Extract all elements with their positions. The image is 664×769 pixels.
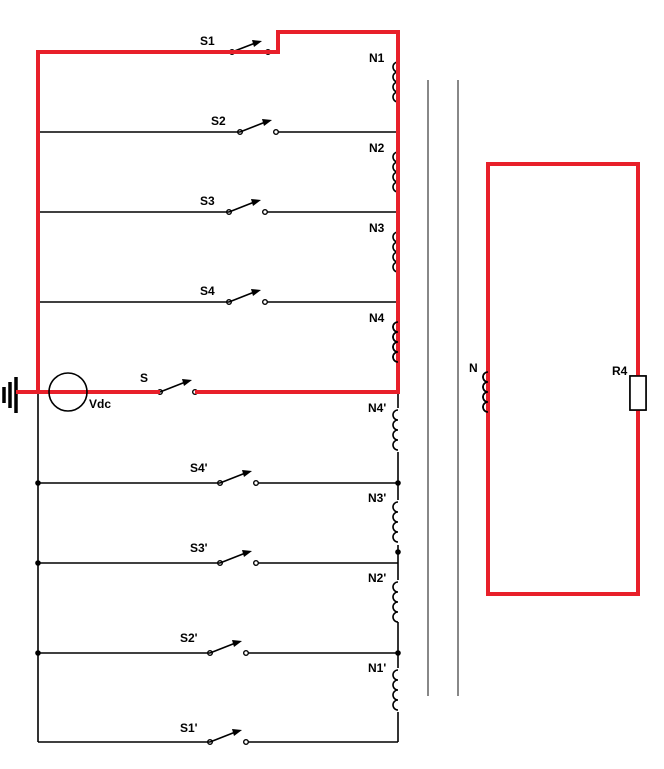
- highlight-primary-loop: [36, 30, 400, 394]
- dc-source-icon: [48, 372, 88, 412]
- label-n2-prime: N2': [368, 571, 386, 585]
- switch-s2-prime: [35, 640, 401, 657]
- switch-s4-prime: [35, 470, 401, 487]
- label-n-secondary: N: [469, 361, 478, 375]
- label-n2: N2: [369, 141, 385, 155]
- switch-s2: [38, 119, 398, 135]
- switch-s: [156, 379, 198, 396]
- label-s1-prime: S1': [180, 721, 198, 735]
- switch-s3-prime: [35, 549, 401, 567]
- coil-n3-prime: [392, 501, 399, 543]
- label-r4: R4: [612, 364, 628, 378]
- label-n3-prime: N3': [368, 491, 386, 505]
- highlight-secondary-loop: [486, 162, 640, 596]
- switch-s3: [38, 199, 398, 215]
- coil-n-overlay: [482, 371, 489, 413]
- switch-s1-prime: [38, 729, 398, 746]
- ground-icon: [2, 377, 18, 413]
- label-s2: S2: [211, 114, 226, 128]
- label-vdc: Vdc: [89, 397, 111, 411]
- label-s3: S3: [200, 194, 215, 208]
- label-s: S: [140, 371, 148, 385]
- label-n4: N4: [369, 311, 385, 325]
- label-s1: S1: [200, 34, 215, 48]
- label-n1: N1: [369, 51, 385, 65]
- switch-s4: [38, 289, 398, 306]
- label-s4: S4: [200, 284, 215, 298]
- label-n1-prime: N1': [368, 661, 386, 675]
- coil-n1-prime: [392, 669, 399, 711]
- label-s3-prime: S3': [190, 541, 208, 555]
- coil-n4-prime: [392, 409, 399, 451]
- label-n4-prime: N4': [368, 401, 386, 415]
- coil-n2-prime: [392, 581, 399, 623]
- label-n3: N3: [369, 221, 385, 235]
- coil-n4-overlay: [392, 321, 399, 363]
- resistor-r4-overlay: [629, 375, 647, 411]
- label-s4-prime: S4': [190, 461, 208, 475]
- label-s2-prime: S2': [180, 631, 198, 645]
